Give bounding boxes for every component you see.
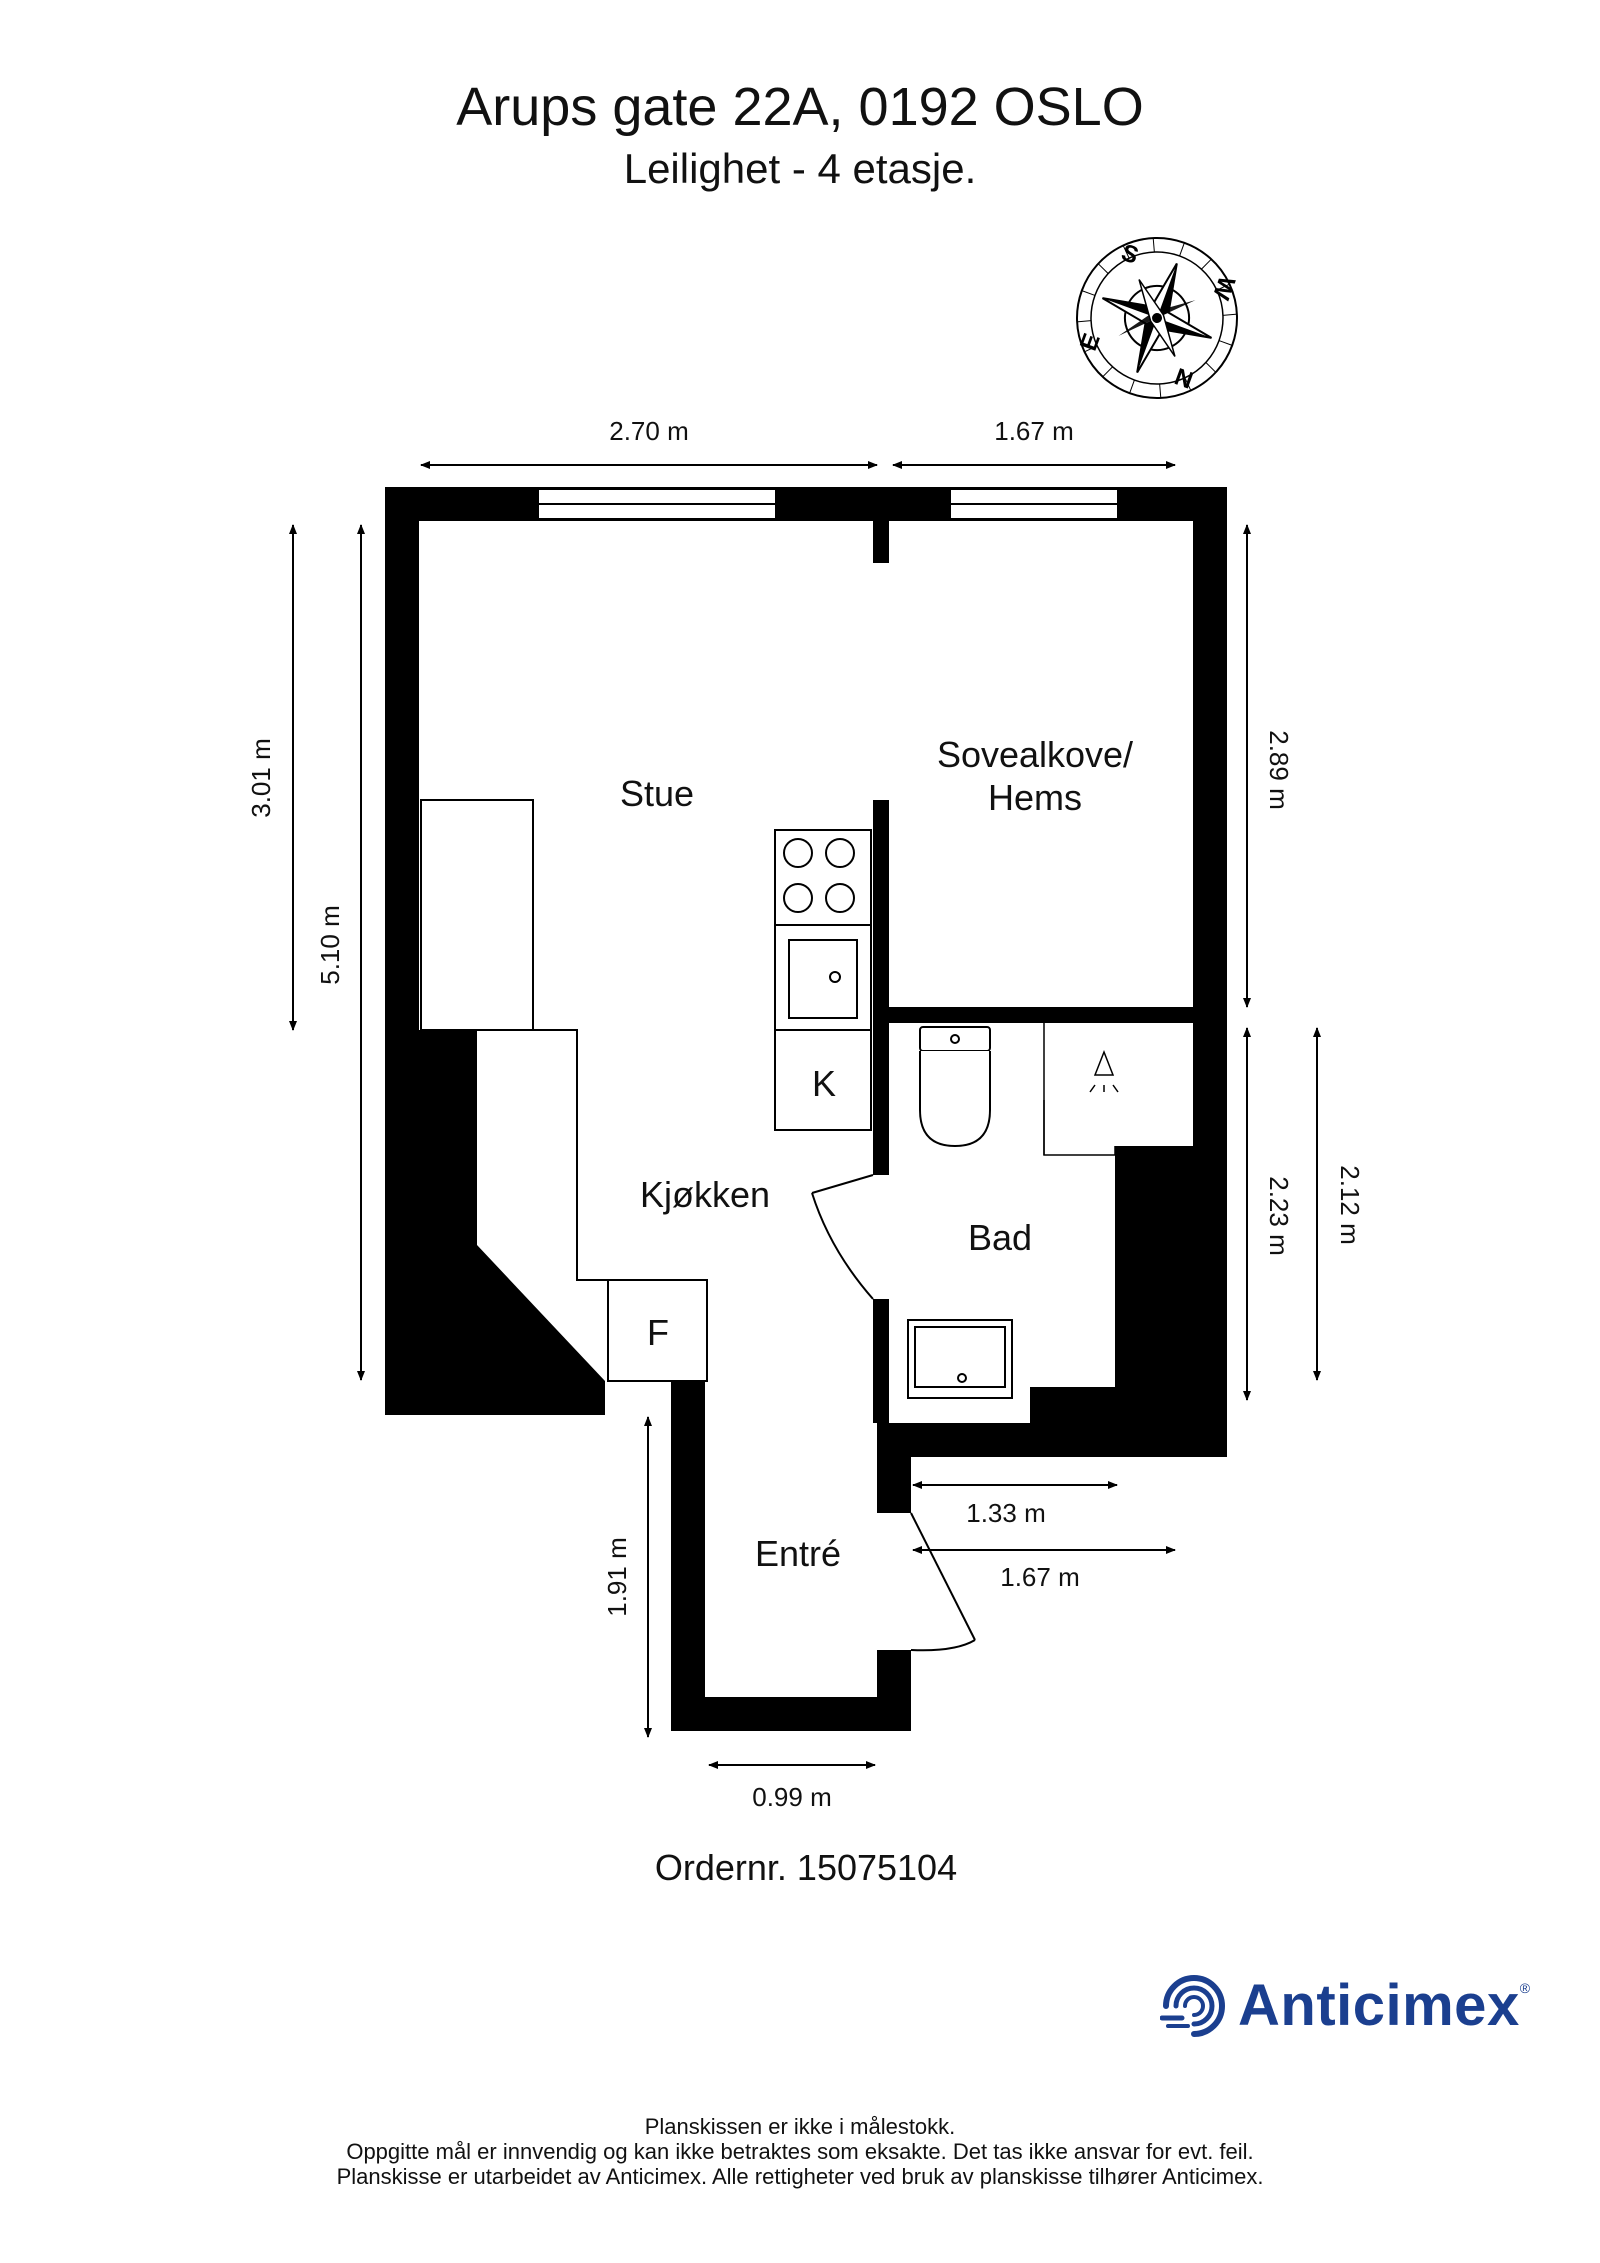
- room-label-sovealkove-1: Sovealkove/: [937, 734, 1133, 775]
- dim-right-lower-inner: 2.23 m: [1264, 1176, 1294, 1256]
- room-label-bad: Bad: [968, 1217, 1032, 1258]
- plan-title: Arups gate 22A, 0192 OSLO: [456, 77, 1144, 137]
- windows: [537, 488, 1119, 520]
- dim-right-lower-outer: 2.12 m: [1335, 1165, 1365, 1245]
- fridge-label-f: F: [647, 1312, 669, 1353]
- fridge: [607, 1279, 708, 1382]
- dim-entry-right: 1.67 m: [1000, 1562, 1080, 1592]
- toilet-icon: [919, 1026, 991, 1148]
- dimension-labels: 2.70 m 1.67 m 3.01 m 5.10 m 2.89 m 2.23 …: [246, 416, 1365, 1812]
- room-label-kjokken: Kjøkken: [640, 1174, 770, 1215]
- shower-icon: [1043, 1023, 1119, 1156]
- interior-walls: [873, 521, 1193, 1423]
- dimension-lines: [289, 461, 1321, 1769]
- room-label-entre: Entré: [755, 1533, 841, 1574]
- footer-line-2: Oppgitte mål er innvendig og kan ikke be…: [346, 2139, 1254, 2164]
- stove-burner-icon: [825, 838, 855, 868]
- footer-line-1: Planskissen er ikke i målestokk.: [644, 2114, 956, 2139]
- dim-top-left: 2.70 m: [609, 416, 689, 446]
- stove-burner-icon: [783, 883, 813, 913]
- outer-walls: [385, 487, 1227, 1731]
- dim-left-outer: 3.01 m: [246, 738, 276, 818]
- order-number: Ordernr. 15075104: [654, 1847, 958, 1888]
- footer-line-3: Planskisse er utarbeidet av Anticimex. A…: [336, 2164, 1264, 2189]
- plan-subtitle: Leilighet - 4 etasje.: [623, 145, 977, 192]
- brand-name: Anticimex: [1238, 1973, 1520, 2038]
- dim-right-upper: 2.89 m: [1264, 730, 1294, 810]
- bathroom-sink-icon: [907, 1319, 1013, 1399]
- bathroom-door: [811, 1174, 874, 1300]
- kitchen-unit: [774, 829, 872, 1131]
- room-label-sovealkove-2: Hems: [988, 777, 1082, 818]
- entry-door: [910, 1512, 976, 1652]
- dim-entry-bath-width: 1.33 m: [966, 1498, 1046, 1528]
- dim-top-right: 1.67 m: [994, 416, 1074, 446]
- stove-burner-icon: [825, 883, 855, 913]
- brand-registered-mark: ®: [1519, 1980, 1531, 1996]
- compass-label-s: S: [1118, 239, 1142, 270]
- room-label-stue: Stue: [620, 773, 694, 814]
- anticimex-swirl-icon: [1160, 1974, 1225, 2037]
- compass-label-e: E: [1075, 330, 1106, 354]
- kitchen-label-k: K: [812, 1063, 836, 1104]
- brand-logo: Anticimex ®: [1160, 1972, 1530, 2039]
- dim-entry-height: 1.91 m: [602, 1537, 632, 1617]
- sink-icon: [788, 939, 858, 1019]
- counter-outline: [477, 1029, 707, 1281]
- dim-entry-width: 0.99 m: [752, 1782, 832, 1812]
- dim-left-inner: 5.10 m: [315, 905, 345, 985]
- compass-icon: [1076, 237, 1238, 399]
- wardrobe: [420, 799, 534, 1031]
- stove-burner-icon: [783, 838, 813, 868]
